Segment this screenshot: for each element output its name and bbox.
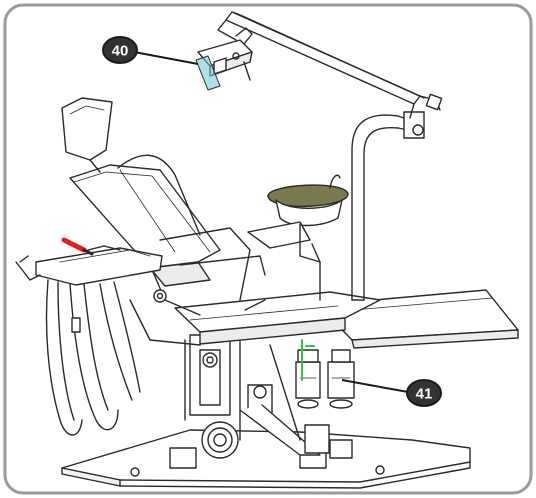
callout-41-leader [341, 379, 409, 393]
lift-mechanism [184, 334, 330, 459]
light-shield [195, 55, 221, 91]
seat [174, 291, 381, 345]
frame-border [3, 3, 533, 495]
cuspidor [247, 174, 349, 301]
delivery-unit [15, 245, 163, 436]
water-bottles [295, 349, 355, 409]
callout-41-label: 41 [416, 386, 433, 403]
red-handpiece [61, 237, 87, 253]
callout-40-label: 40 [112, 43, 129, 60]
headrest [61, 97, 113, 173]
callout-40: 40 [102, 36, 138, 64]
chair-frame [117, 154, 266, 346]
light-arm [217, 11, 443, 119]
light-post [351, 111, 425, 301]
callout-41: 41 [406, 379, 442, 407]
callout-40-leader [133, 51, 199, 65]
